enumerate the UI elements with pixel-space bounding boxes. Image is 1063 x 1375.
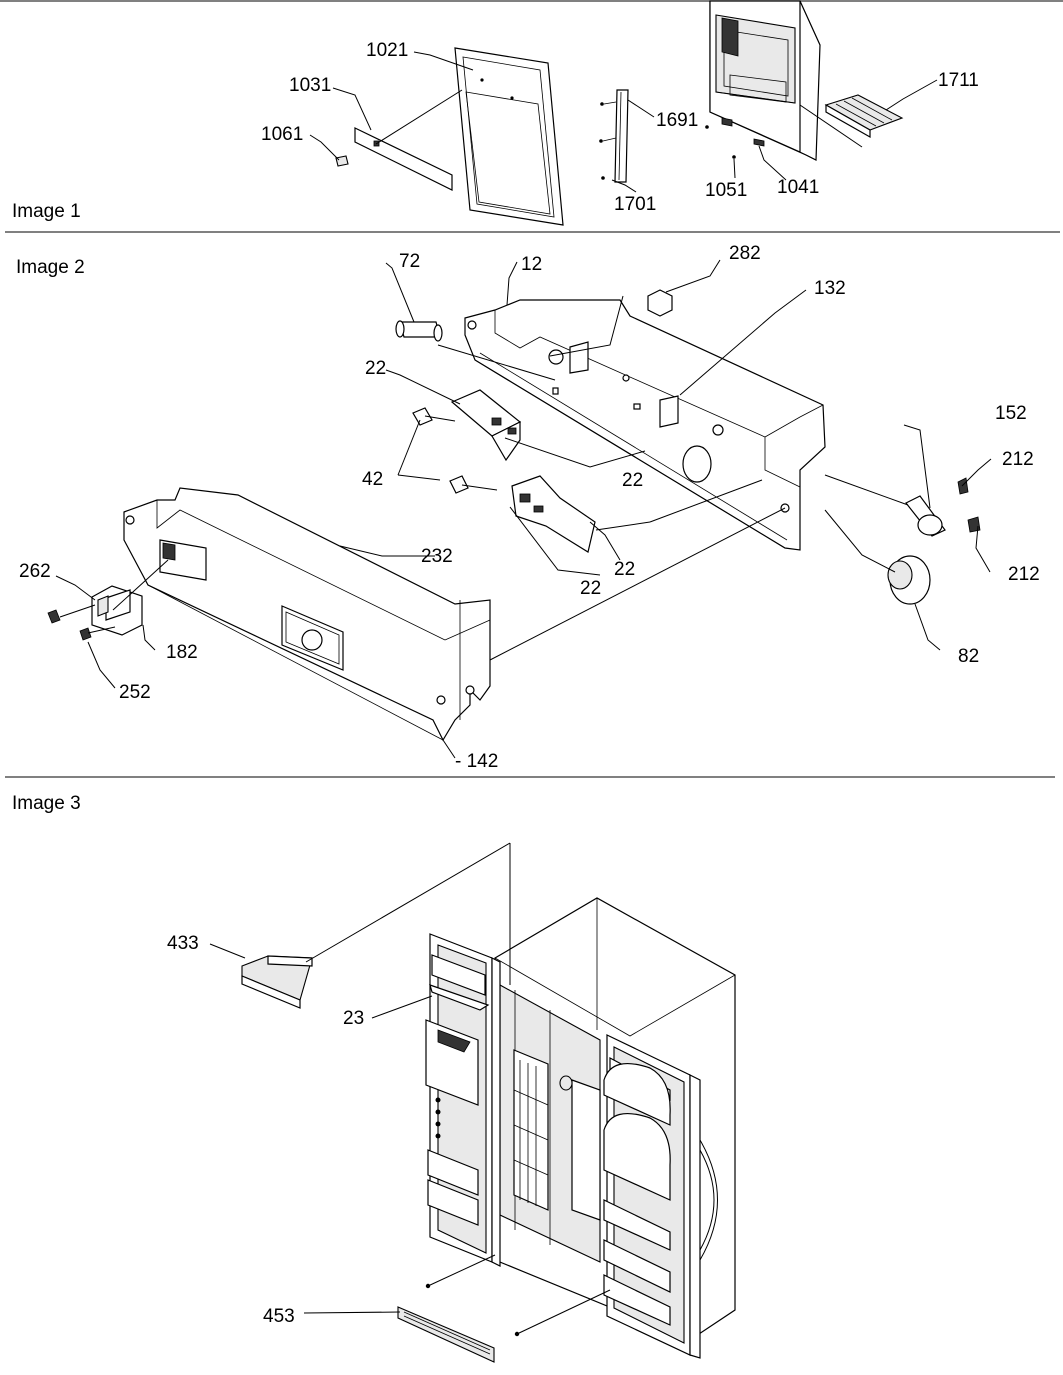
- callout-1041: 1041: [777, 177, 819, 198]
- toe-grille-part: [397, 1283, 520, 1363]
- image-2-parts: [47, 259, 992, 759]
- switch-bracket-part: [464, 299, 826, 551]
- callout-42: 42: [362, 469, 383, 490]
- callout-1711: 1711: [938, 70, 979, 91]
- screws-42: [412, 407, 498, 494]
- callout-1021: 1021: [366, 40, 408, 61]
- solenoid-part: [395, 320, 443, 342]
- callout-12: 12: [521, 254, 542, 275]
- image-1-parts: [309, 0, 938, 226]
- callout-132: 132: [814, 278, 846, 299]
- callout-282: 282: [729, 243, 761, 264]
- callout-262: 262: [19, 561, 51, 582]
- callout-152: 152: [995, 403, 1027, 424]
- callout-1051: 1051: [705, 180, 747, 201]
- drip-tray-part: [824, 94, 904, 139]
- switch-lower-part: [511, 475, 596, 553]
- callout-82: 82: [958, 646, 979, 667]
- callout-1031: 1031: [289, 75, 331, 96]
- strip-part: [354, 127, 453, 191]
- callout-142: - 142: [455, 751, 498, 772]
- image-1-leaders: [309, 51, 938, 193]
- callout-22-d: 22: [580, 578, 601, 599]
- dispenser-bin-part: [241, 955, 313, 1009]
- section-title-image-3: Image 3: [12, 793, 81, 814]
- callout-1691: 1691: [656, 110, 698, 131]
- section-title-image-1: Image 1: [12, 201, 81, 222]
- callout-252: 252: [119, 682, 151, 703]
- section-title-image-2: Image 2: [16, 257, 85, 278]
- image-3-leaders: [209, 842, 611, 1335]
- callout-232: 232: [421, 546, 453, 567]
- vertical-bracket-part: [599, 89, 629, 183]
- clip-part: [335, 155, 349, 167]
- freezer-door-part: [425, 933, 501, 1267]
- callout-212-b: 212: [1008, 564, 1040, 585]
- cam-part: [887, 555, 931, 605]
- callout-22-c: 22: [614, 559, 635, 580]
- callout-23: 23: [343, 1008, 364, 1029]
- callout-182: 182: [166, 642, 198, 663]
- trim-frame-part: [454, 47, 564, 226]
- dispenser-housing-part: [705, 0, 821, 161]
- callout-1701: 1701: [614, 194, 656, 215]
- image-2-leaders: [55, 259, 992, 759]
- callout-433: 433: [167, 933, 199, 954]
- switch-upper-part: [450, 389, 522, 462]
- fresh-food-door-part: [603, 1034, 718, 1359]
- callout-22-a: 22: [365, 358, 386, 379]
- callout-212-a: 212: [1002, 449, 1034, 470]
- image-3-parts: [209, 842, 736, 1363]
- callout-453: 453: [263, 1306, 295, 1327]
- callout-22-b: 22: [622, 470, 643, 491]
- latch-part: [47, 585, 143, 641]
- nut-part: [647, 289, 673, 317]
- lower-panel-part: [123, 487, 491, 742]
- small-bracket-part: [905, 477, 981, 537]
- callout-72: 72: [399, 251, 420, 272]
- callout-1061: 1061: [261, 124, 303, 145]
